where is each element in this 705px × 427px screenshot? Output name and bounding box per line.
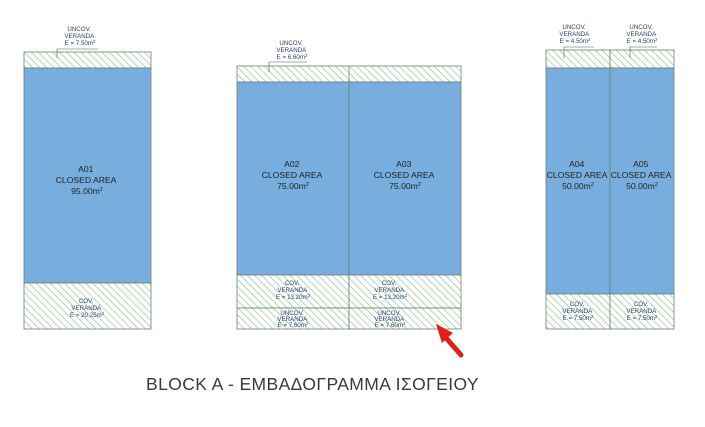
unit-label-a01: A01 CLOSED AREA 95.00m2 xyxy=(56,164,119,196)
unit-a02-a03 xyxy=(236,61,462,330)
veranda-a05-uncov xyxy=(609,49,675,69)
unit-label-a02: A02 CLOSED AREA 75.00m2 xyxy=(262,159,325,191)
unit-label-a05: A05 CLOSED AREA 50.00m2 xyxy=(611,159,674,191)
veranda-label-a05-cov: COV. VERANDA E = 7.50m2 xyxy=(626,301,658,322)
veranda-label-a05-uncov: UNCOV. VERANDA E = 4.50m2 xyxy=(626,24,658,45)
leader-line xyxy=(629,46,657,58)
leader-line xyxy=(563,46,594,58)
veranda-label-a04-cov: COV. VERANDA E = 7.50m2 xyxy=(562,301,594,322)
veranda-label-a04-uncov: UNCOV. VERANDA E = 4.50m2 xyxy=(559,24,591,45)
veranda-label-a03-uncov-bottom: UNCOV. VERANDA E = 7.60m2 xyxy=(374,310,406,329)
veranda-a04-cov xyxy=(545,293,611,330)
veranda-label-a03-cov: COV. VERANDA E = 13.20m2 xyxy=(373,280,408,301)
veranda-label-a01-uncov: UNCOV. VERANDA E = 7.50m2 xyxy=(64,26,96,47)
veranda-a01-uncov xyxy=(23,51,152,69)
closed-area-a03 xyxy=(348,81,462,276)
leader-line xyxy=(56,48,98,58)
veranda-a04-uncov xyxy=(545,49,611,69)
unit-label-a04: A04 CLOSED AREA 50.00m2 xyxy=(547,159,610,191)
veranda-label-a02-uncov-top: UNCOV. VERANDA E = 6.60m2 xyxy=(276,40,308,61)
veranda-a03-cov xyxy=(348,274,462,309)
closed-area-a01 xyxy=(23,67,152,284)
closed-area-a02 xyxy=(236,81,350,276)
veranda-label-a01-cov: COV. VERANDA E = 20.25m2 xyxy=(70,298,105,319)
unit-a01 xyxy=(23,48,152,330)
veranda-a02-cov xyxy=(236,274,350,309)
veranda-a05-cov xyxy=(609,293,675,330)
leader-line xyxy=(268,61,307,72)
veranda-label-a02-uncov-bottom: UNCOV. VERANDA E = 7.60m2 xyxy=(277,310,309,329)
red-arrow-icon xyxy=(436,324,464,358)
unit-a04-a05 xyxy=(545,46,675,330)
closed-area-a05 xyxy=(609,67,675,295)
veranda-a01-cov xyxy=(23,282,152,330)
veranda-a03-uncov-bottom xyxy=(348,307,462,330)
unit-label-a03: A03 CLOSED AREA 75.00m2 xyxy=(374,159,437,191)
page-title: BLOCK A - ΕΜΒΑΔΟΓΡΑΜΜΑ ΙΣΟΓΕΙΟΥ xyxy=(146,374,480,394)
veranda-label-a02-cov: COV. VERANDA E = 13.20m2 xyxy=(276,280,311,301)
